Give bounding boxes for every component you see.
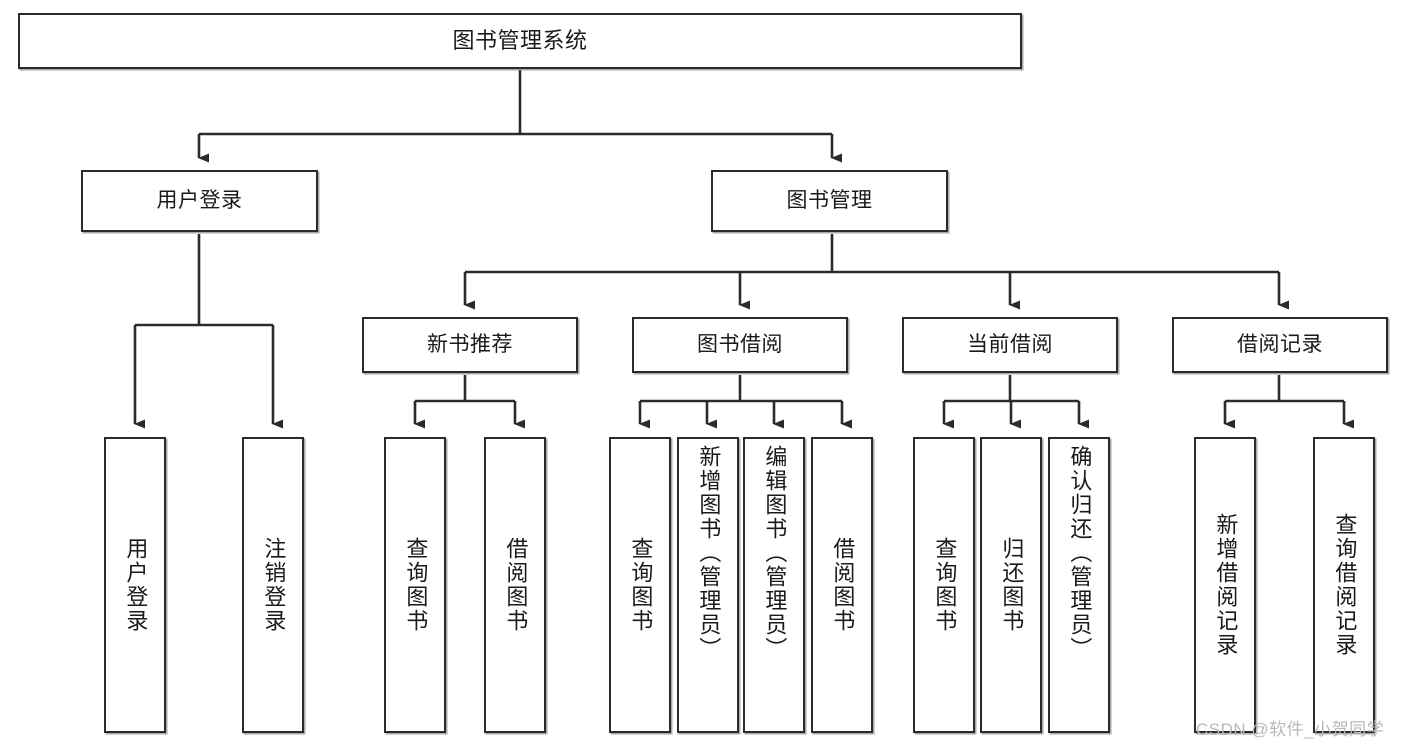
node-leaf-add-book-admin[interactable]: 新增图书（管理员） <box>677 437 739 733</box>
node-leaf-query-book-borrow[interactable]: 查询图书 <box>609 437 671 733</box>
node-label: 借阅图书 <box>503 537 529 633</box>
node-label: 用户登录 <box>156 189 243 213</box>
csdn-watermark: CSDN @软件_小贺同学 <box>1196 720 1385 739</box>
node-leaf-return-book[interactable]: 归还图书 <box>980 437 1042 733</box>
node-leaf-edit-book-admin[interactable]: 编辑图书（管理员） <box>743 437 805 733</box>
node-root-book-management-system[interactable]: 图书管理系统 <box>18 13 1022 69</box>
node-label: 查询图书 <box>403 537 429 633</box>
node-leaf-confirm-return-admin[interactable]: 确认归还（管理员） <box>1048 437 1110 733</box>
node-leaf-borrow-book-recommendation[interactable]: 借阅图书 <box>484 437 546 733</box>
node-leaf-user-login[interactable]: 用户登录 <box>104 437 166 733</box>
node-label: 编辑图书（管理员） <box>762 445 788 661</box>
node-book-borrow[interactable]: 图书借阅 <box>632 317 848 373</box>
node-label: 用户登录 <box>123 537 149 633</box>
node-label: 新书推荐 <box>427 333 513 357</box>
node-label: 注销登录 <box>261 537 287 633</box>
node-label: 确认归还（管理员） <box>1067 445 1093 661</box>
node-leaf-borrow-book-borrow[interactable]: 借阅图书 <box>811 437 873 733</box>
node-label: 图书借阅 <box>697 333 783 357</box>
node-label: 借阅图书 <box>830 537 856 633</box>
node-leaf-query-borrow-record[interactable]: 查询借阅记录 <box>1313 437 1375 733</box>
node-label: 当前借阅 <box>967 333 1053 357</box>
node-current-borrow[interactable]: 当前借阅 <box>902 317 1118 373</box>
node-borrow-record[interactable]: 借阅记录 <box>1172 317 1388 373</box>
node-label: 查询图书 <box>932 537 958 633</box>
node-label: 新增借阅记录 <box>1213 513 1239 657</box>
node-user-login[interactable]: 用户登录 <box>81 170 318 232</box>
node-label: 新增图书（管理员） <box>696 445 722 661</box>
node-book-management[interactable]: 图书管理 <box>711 170 948 232</box>
node-leaf-query-book-recommendation[interactable]: 查询图书 <box>384 437 446 733</box>
node-leaf-add-borrow-record[interactable]: 新增借阅记录 <box>1194 437 1256 733</box>
node-leaf-logout[interactable]: 注销登录 <box>242 437 304 733</box>
node-label: 图书管理 <box>786 189 873 213</box>
node-leaf-query-book-current[interactable]: 查询图书 <box>913 437 975 733</box>
node-label: 查询借阅记录 <box>1332 513 1358 657</box>
node-new-book-recommendation[interactable]: 新书推荐 <box>362 317 578 373</box>
node-label: 图书管理系统 <box>452 27 588 53</box>
node-label: 借阅记录 <box>1237 333 1323 357</box>
node-label: 归还图书 <box>999 537 1025 633</box>
node-label: 查询图书 <box>628 537 654 633</box>
